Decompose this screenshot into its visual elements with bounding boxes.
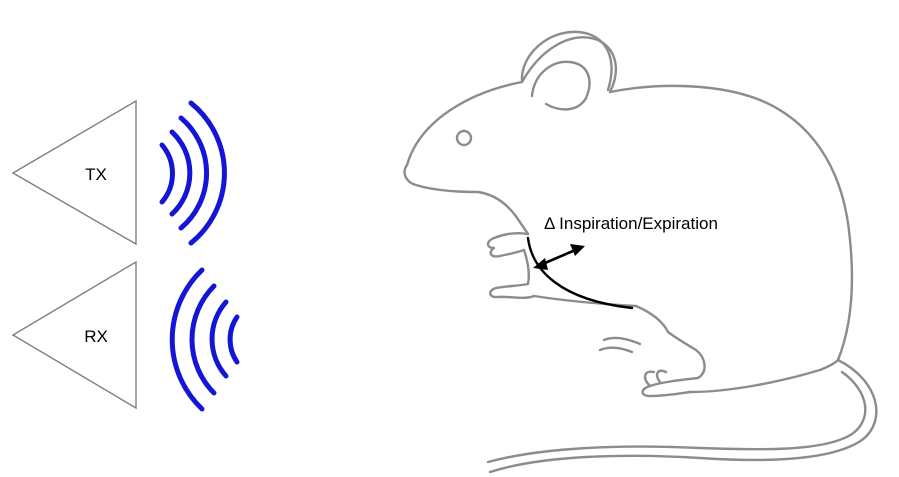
rx-wave-arc-4 bbox=[172, 270, 202, 409]
tx-wave-arc-1 bbox=[162, 145, 172, 202]
mouse-head-back-contour bbox=[407, 37, 852, 360]
tx-triangle-icon bbox=[13, 101, 136, 244]
inspiration-expiration-label: Δ Inspiration/Expiration bbox=[544, 214, 718, 233]
rx-wave-arc-1 bbox=[230, 317, 237, 362]
mouse-snout bbox=[405, 165, 515, 215]
mouse-hind-toes bbox=[600, 338, 666, 386]
tx-wave-arcs bbox=[162, 103, 224, 243]
tx-wave-arc-3 bbox=[181, 118, 207, 228]
transmitter-antenna: TX bbox=[13, 101, 136, 244]
mouse-chest bbox=[515, 215, 528, 234]
mouse-ear-inner bbox=[532, 62, 589, 110]
mouse-tail bbox=[488, 360, 876, 472]
rx-wave-arc-2 bbox=[212, 302, 226, 376]
rx-wave-arcs bbox=[172, 270, 237, 409]
receiver-antenna: RX bbox=[13, 262, 136, 408]
mouse-outline-icon bbox=[405, 32, 877, 472]
tx-label: TX bbox=[85, 165, 107, 184]
mouse-front-paw-upper bbox=[488, 233, 528, 256]
mouse-eye bbox=[457, 131, 471, 145]
rx-label: RX bbox=[84, 327, 108, 346]
mouse-rear bbox=[690, 360, 838, 392]
rx-triangle-icon bbox=[13, 262, 136, 408]
breathing-indicator: Δ Inspiration/Expiration bbox=[528, 214, 718, 308]
